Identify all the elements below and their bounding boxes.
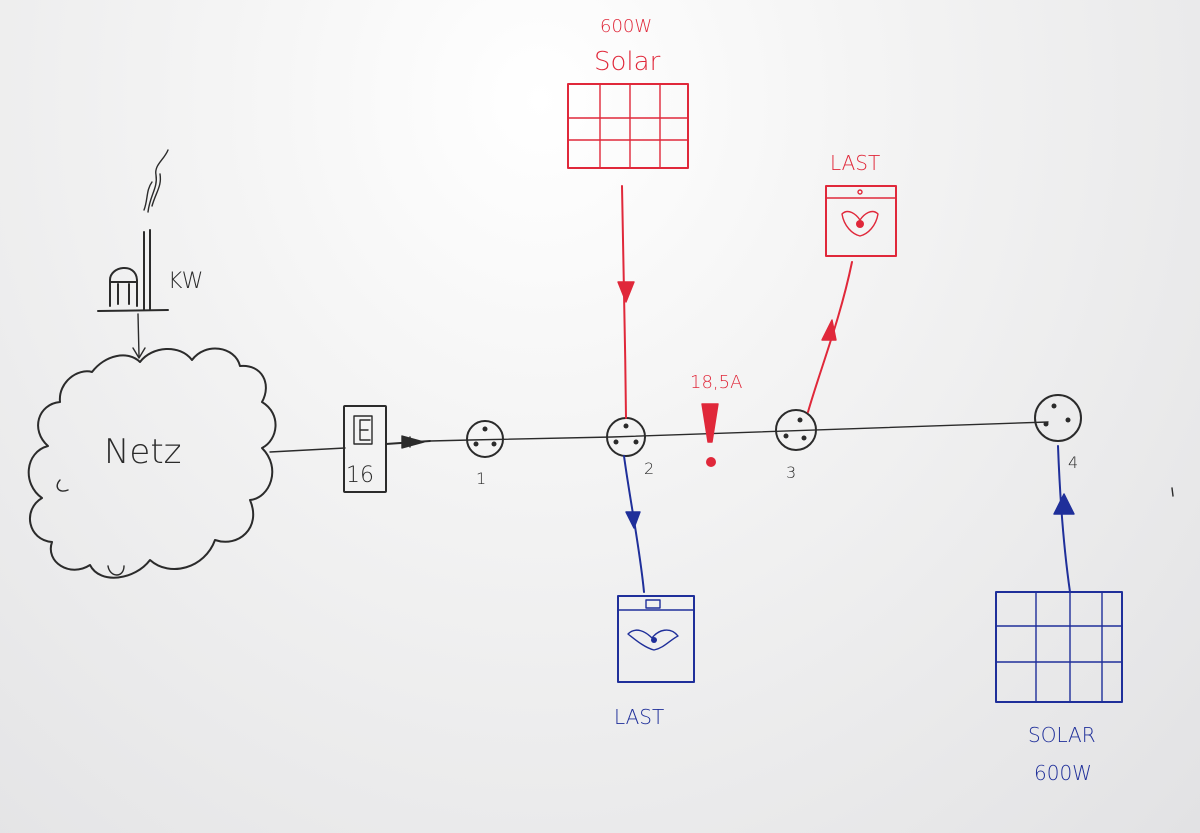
plant-building-icon [97,267,169,312]
solar-bottom-name-label: SOLAR [1028,723,1096,747]
grid-cloud: Netz [27,347,277,579]
load-bottom: LAST [614,455,695,729]
solar-panel-top: 600W Solar [567,16,689,419]
socket-2-label: 2 [644,459,654,478]
load-top-label: LAST [830,151,880,175]
socket-2: 2 [606,417,654,478]
solar-panel-bottom: SOLAR 600W [995,445,1123,785]
load-bottom-wire [623,455,645,593]
load-bottom-label: LAST [614,705,664,729]
load-top-wire [807,261,853,413]
solar-bottom-power-label: 600W [1034,761,1092,785]
fuse-label: 16 [346,463,374,488]
socket-1: 1 [466,420,504,488]
solar-top-wire [617,185,635,419]
solar-bottom-wire [1053,445,1075,593]
solar-panel-icon [567,83,689,169]
grid-to-fuse-wire [269,447,346,453]
socket-4: 4 [1034,394,1082,472]
current-warning-label: 18,5A [690,372,742,393]
main-bus-wire [429,421,1049,442]
socket-4-label: 4 [1068,453,1078,472]
socket-3: 3 [775,409,817,482]
socket-1-label: 1 [476,469,486,488]
load-top: LAST [807,151,897,413]
appliance-icon [825,185,897,257]
smoke-icon [143,149,169,213]
current-warning: 18,5A [690,372,742,467]
plant-to-grid-arrow [132,313,146,359]
exclamation-icon [701,403,719,467]
solar-top-name-label: Solar [594,47,661,77]
power-plant-label: KW [168,269,203,294]
chimney-icon [143,229,151,311]
solar-top-power-label: 600W [600,16,652,37]
socket-3-label: 3 [786,463,796,482]
pen-mark [1171,487,1174,497]
solar-panel-icon [995,591,1123,703]
fuse-output-arrow [385,435,431,449]
grid-label: Netz [104,432,182,472]
fuse-16: 16 [343,405,387,493]
power-plant: KW [97,149,203,359]
appliance-icon [617,595,695,683]
